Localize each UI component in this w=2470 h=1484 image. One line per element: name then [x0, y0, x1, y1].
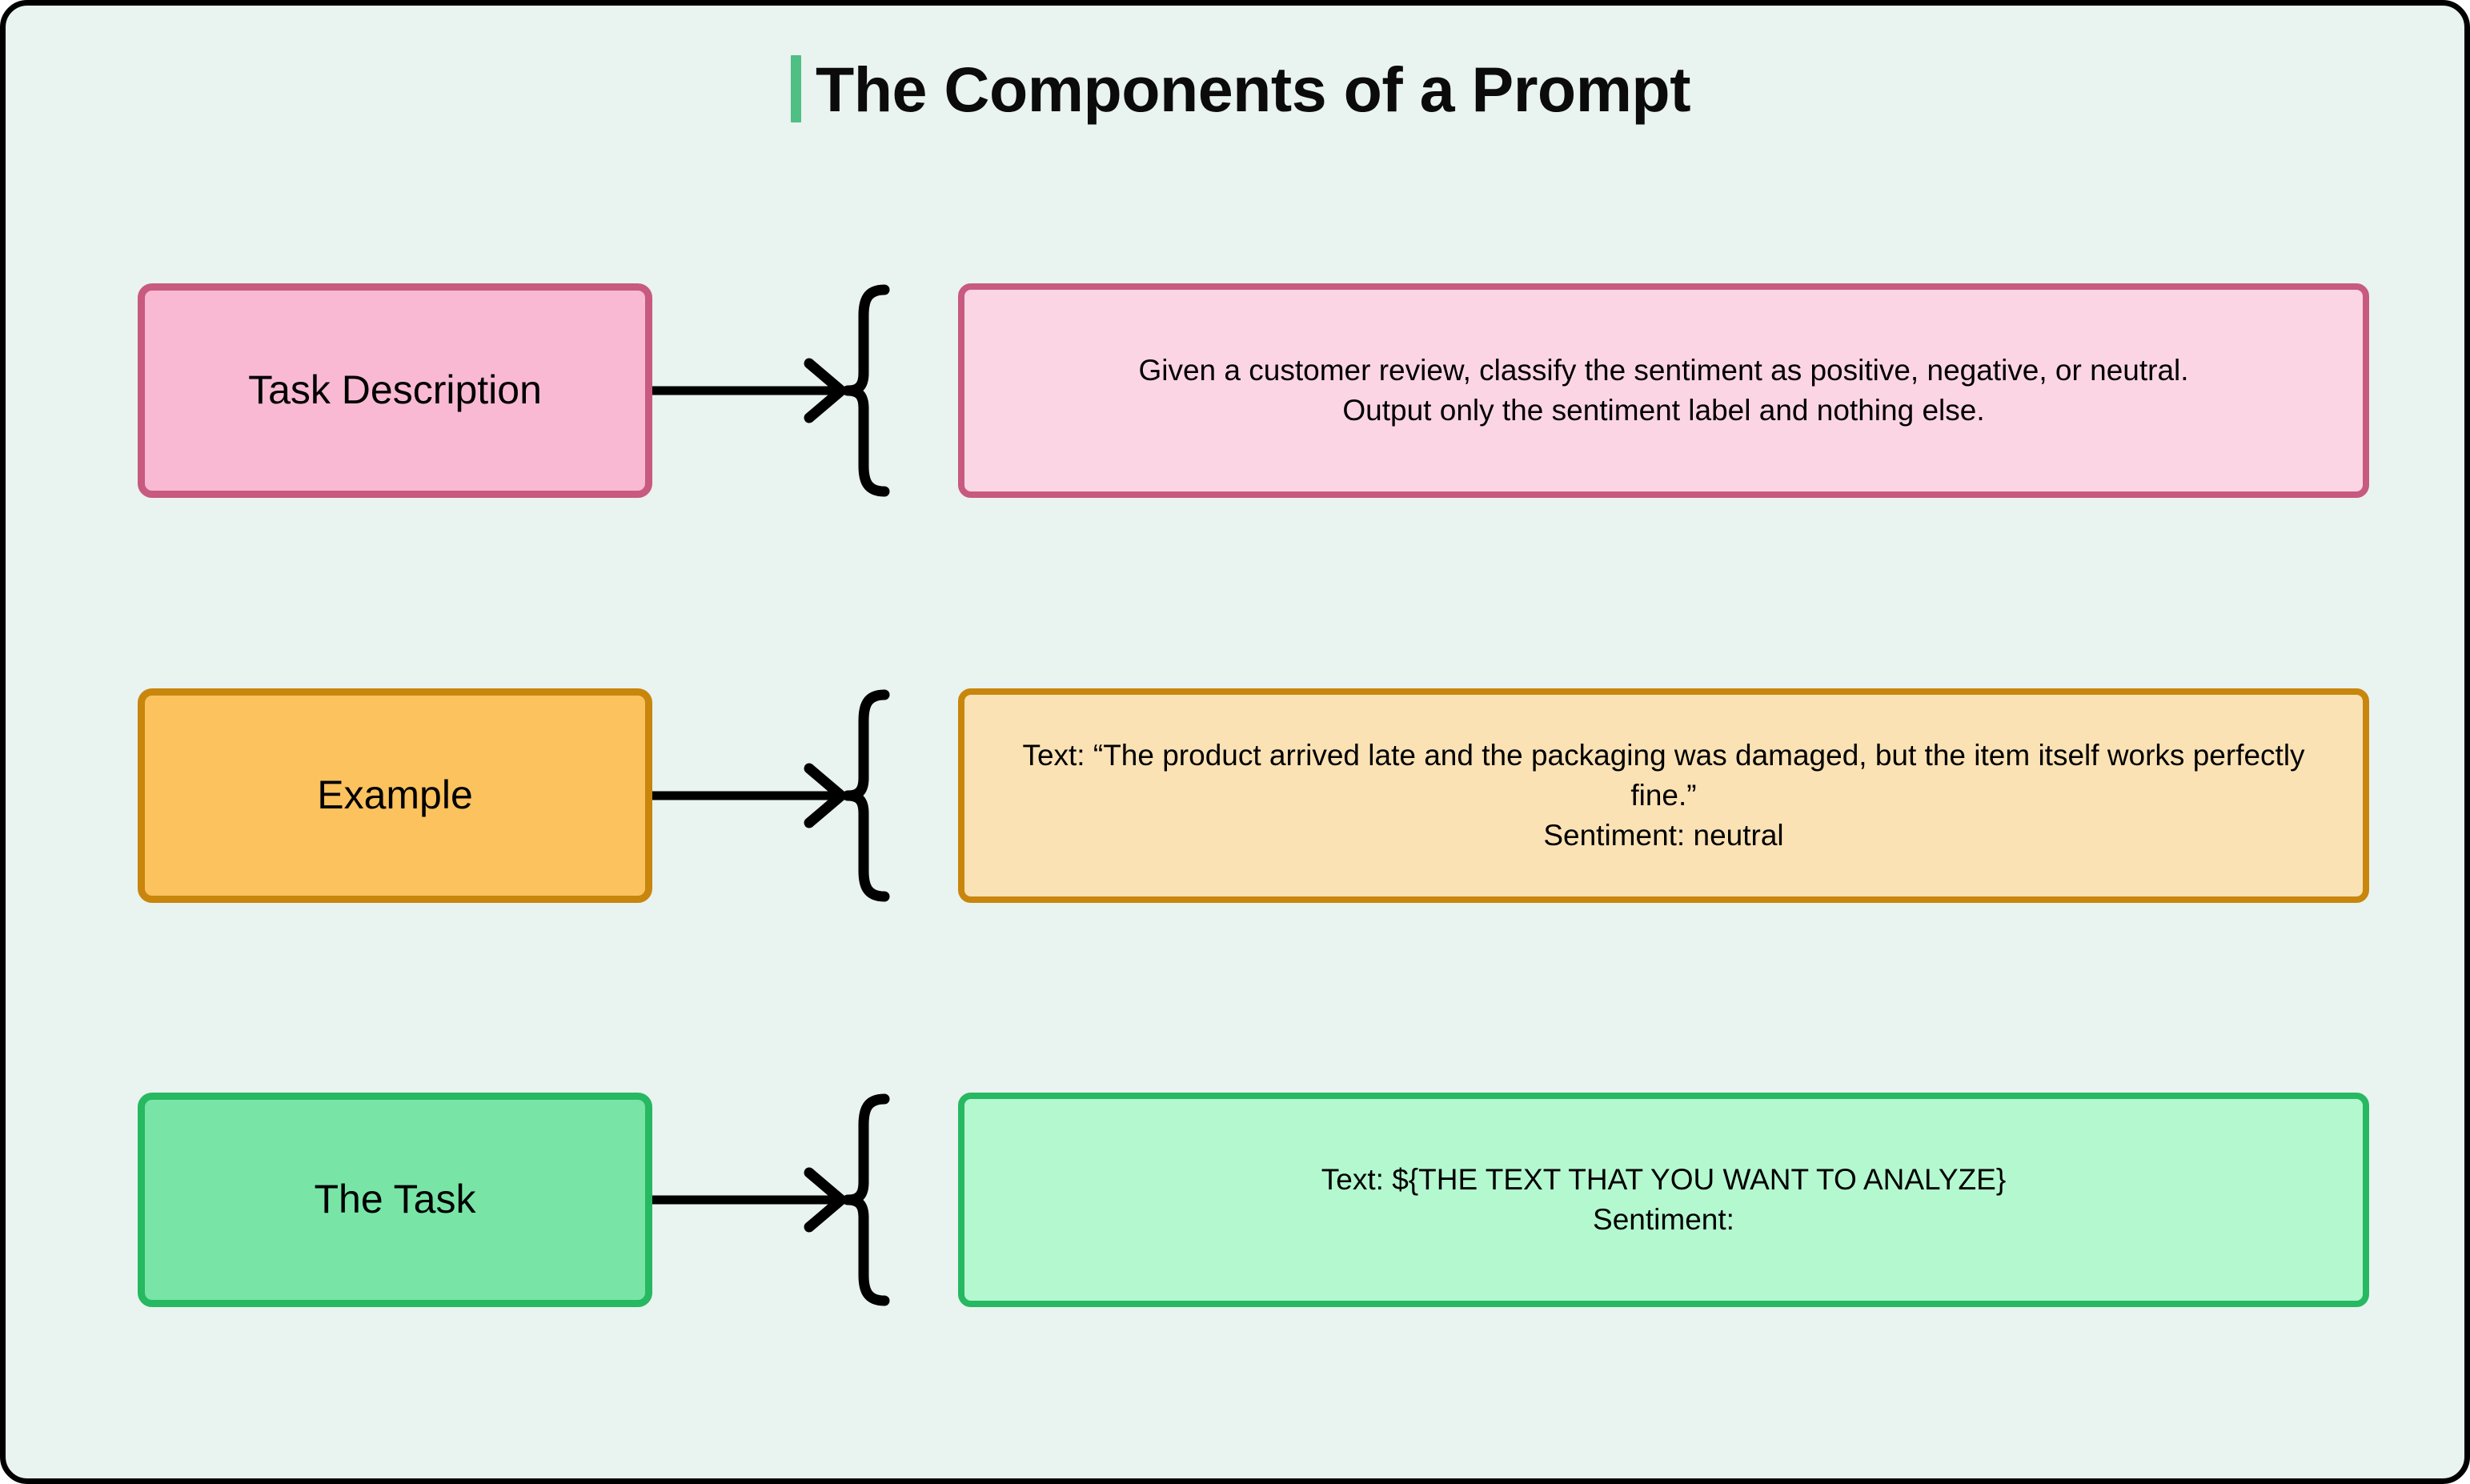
arrow-head: [804, 1167, 850, 1233]
page-title: The Components of a Prompt: [6, 53, 2464, 125]
component-label-box-the-task[interactable]: The Task: [138, 1093, 652, 1307]
diagram-row: Example Text: “The product arrived late …: [6, 688, 2464, 903]
arrow-head: [804, 763, 850, 828]
diagram-row: Task Description Given a customer review…: [6, 283, 2464, 498]
connector-arrow-brace: [652, 283, 958, 498]
curly-brace-icon: [842, 284, 890, 497]
component-content-text: Given a customer review, classify the se…: [1138, 353, 2189, 427]
curly-brace-icon: [842, 1093, 890, 1306]
component-content-box-the-task[interactable]: Text: ${THE TEXT THAT YOU WANT TO ANALYZ…: [958, 1093, 2369, 1307]
component-content-box-task-description[interactable]: Given a customer review, classify the se…: [958, 283, 2369, 498]
component-label-text: Task Description: [248, 367, 542, 413]
component-label-box-task-description[interactable]: Task Description: [138, 283, 652, 498]
component-label-text: Example: [317, 772, 473, 818]
connector-arrow-brace: [652, 1093, 958, 1307]
component-label-box-example[interactable]: Example: [138, 688, 652, 903]
title-text: The Components of a Prompt: [816, 53, 1691, 125]
connector-arrow-brace: [652, 688, 958, 903]
component-content-text: Text: ${THE TEXT THAT YOU WANT TO ANALYZ…: [1321, 1162, 2007, 1236]
curly-brace-icon: [842, 689, 890, 902]
arrow-head: [804, 358, 850, 423]
component-label-text: The Task: [314, 1177, 476, 1222]
title-accent-bar: [791, 55, 801, 122]
component-content-text: Text: “The product arrived late and the …: [1022, 738, 2305, 852]
component-content-box-example[interactable]: Text: “The product arrived late and the …: [958, 688, 2369, 903]
diagram-row: The Task Text: ${THE TEXT THAT YOU WANT …: [6, 1093, 2464, 1307]
